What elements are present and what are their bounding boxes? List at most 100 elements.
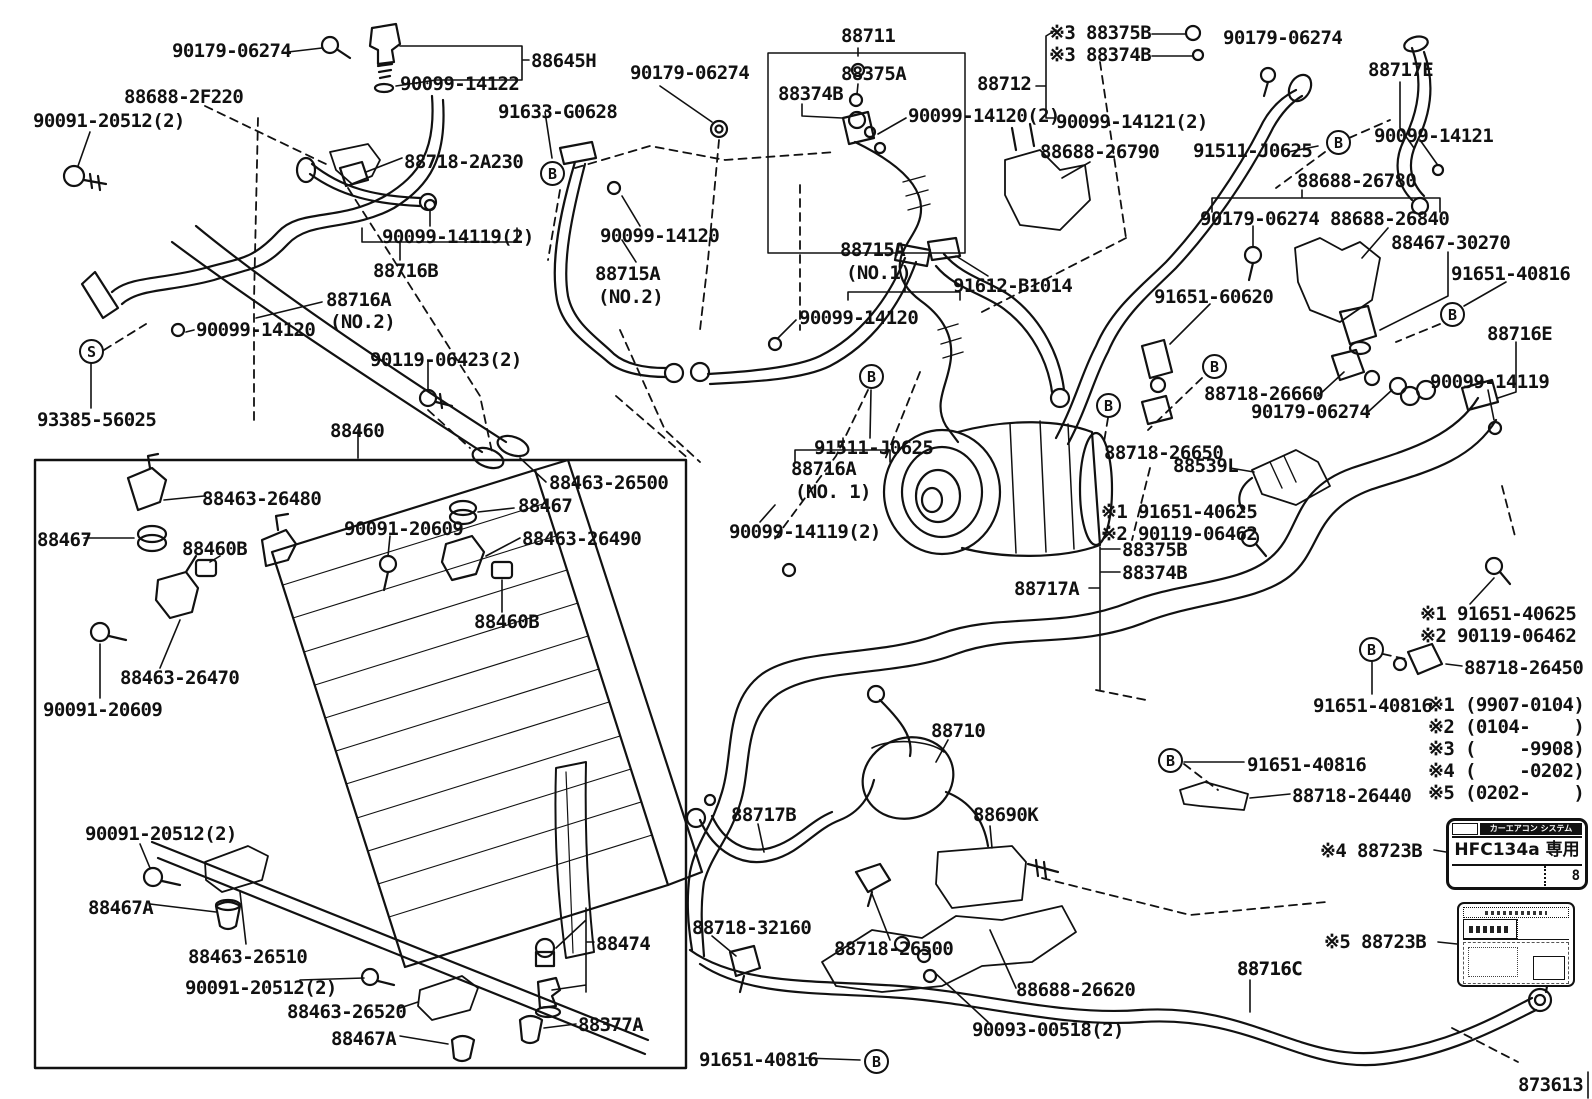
circled-letter-marker: B [1202,354,1227,379]
part-number-label: ※3 88374B [1049,44,1152,66]
part-number-label: 93385-56025 [37,409,157,431]
part-number-label: 88718-26500 [834,938,954,960]
hfc-label-header: カーエアコン システム [1480,823,1582,835]
part-number-label: 91651-40816 [1313,695,1433,717]
part-number-label: 88467 [37,529,92,551]
part-number-label: 88460 [330,420,385,442]
part-number-label: 91511-J0625 [1193,140,1313,162]
part-number-label: ※4 88723B [1320,840,1423,862]
part-number-label: 90099-14120 [196,319,316,341]
part-number-label: 88374B [1122,562,1188,584]
part-number-label: 90099-14119 [1430,371,1550,393]
circled-letter-marker: B [1359,637,1384,662]
part-number-label: ※2 90119-06462 [1420,625,1577,647]
part-number-label: 90091-20512(2) [85,823,237,845]
part-number-label: 88375B [1122,539,1188,561]
circled-letter-marker: B [540,161,565,186]
caution-label-header-strip [1463,907,1569,918]
part-number-label: 88467 [518,495,573,517]
part-number-label: ※1 91651-40625 [1420,603,1577,625]
part-number-label: 90091-20609 [344,518,464,540]
part-number-label: 88467A [331,1028,397,1050]
dashed-reference-lines [103,61,1519,1063]
circled-letter-marker: B [859,364,884,389]
part-number-label: 88716E [1487,323,1553,345]
part-number-label: 88688-2F220 [124,86,244,108]
caution-label-body [1463,942,1569,984]
part-number-label: (NO. 1) [795,481,871,503]
condenser-group-box [33,458,688,1070]
part-number-label: ※4 ( -0202) [1428,760,1585,782]
part-number-label: 90179-06274 [1200,208,1320,230]
caution-spec-label [1457,902,1575,987]
compressor [882,420,1114,557]
hfc-label-main-text: HFC134a 専用 [1452,836,1582,866]
part-number-label: ※1 91651-40625 [1101,501,1258,523]
circled-letter-marker: B [1158,748,1183,773]
part-number-label: ※3 88375B [1049,22,1152,44]
part-number-label: ※2 (0104- ) [1428,716,1585,738]
part-number-label: 90099-14120 [600,225,720,247]
part-number-label: 88463-26480 [202,488,322,510]
part-number-label: 90099-14120 [799,307,919,329]
part-number-label: 88718-26660 [1204,383,1324,405]
part-number-label: 88715A [595,263,661,285]
part-number-label: 88539L [1173,455,1239,477]
part-number-label: 90179-06274 [630,62,750,84]
part-number-label: ※1 (9907-0104) [1428,694,1585,716]
leader-lines [77,29,1589,1099]
part-number-label: 88463-26490 [522,528,642,550]
part-number-label: 88710 [931,720,986,742]
part-number-label: 88716B [373,260,439,282]
part-number-label: 90093-00518(2) [972,1019,1124,1041]
part-number-label: 88463-26500 [549,472,669,494]
part-number-label: (NO.2) [598,286,664,308]
part-number-label: ※5 (0202- ) [1428,782,1585,804]
part-number-label: 88717B [731,804,797,826]
part-number-label: 88645H [531,50,597,72]
part-number-label: ※3 ( -9908) [1428,738,1585,760]
part-number-label: 90179-06274 [1223,27,1343,49]
condenser [150,458,704,1056]
part-number-label: 88460B [474,611,540,633]
caution-label-corner-box [1533,956,1565,980]
part-number-label: 90099-14122 [400,73,520,95]
part-number-label: ※5 88723B [1324,931,1427,953]
circled-letter-marker: B [1440,302,1465,327]
part-number-label: 90099-14121 [1374,125,1494,147]
part-number-label: 88463-26520 [287,1001,407,1023]
circled-letter-marker: B [864,1049,889,1074]
part-number-label: 90179-06274 [1251,401,1371,423]
part-number-label: 88716A [791,458,857,480]
part-number-label: 88374B [778,83,844,105]
part-number-label: 91612-B1014 [953,275,1073,297]
part-number-label: 90099-14120(2) [908,105,1060,127]
part-number-label: 91651-60620 [1154,286,1274,308]
part-number-label: 88463-26470 [120,667,240,689]
hfc-label-blank-cell [1452,823,1478,835]
part-number-label: 88718-26450 [1464,657,1584,679]
part-number-label: 88716C [1237,958,1303,980]
circled-letter-marker: B [1326,130,1351,155]
part-number-label: 88715A [840,239,906,261]
part-number-label: 88460B [182,538,248,560]
part-number-label: 88718-32160 [692,917,812,939]
part-number-label: 90091-20512(2) [185,977,337,999]
part-number-label: 88688-26790 [1040,141,1160,163]
part-number-label: 88716A [326,289,392,311]
part-number-label: 88716C [1237,958,1303,980]
part-number-label: 90099-14121(2) [1056,111,1208,133]
part-number-label: 90179-06274 [172,40,292,62]
part-number-label: 90091-20512(2) [33,110,185,132]
part-number-label: 88718-26650 [1104,442,1224,464]
part-number-label: 88711 [841,25,896,47]
part-number-label: 88375A [841,63,907,85]
part-number-label: 88688-26780 [1297,170,1417,192]
part-number-label: 90119-06423(2) [370,349,522,371]
part-number-label: 91633-G0628 [498,101,618,123]
part-number-label: 88688-26840 [1330,208,1450,230]
part-number-label: 88718-26440 [1292,785,1412,807]
part-number-label: 873613 [1518,1074,1584,1096]
